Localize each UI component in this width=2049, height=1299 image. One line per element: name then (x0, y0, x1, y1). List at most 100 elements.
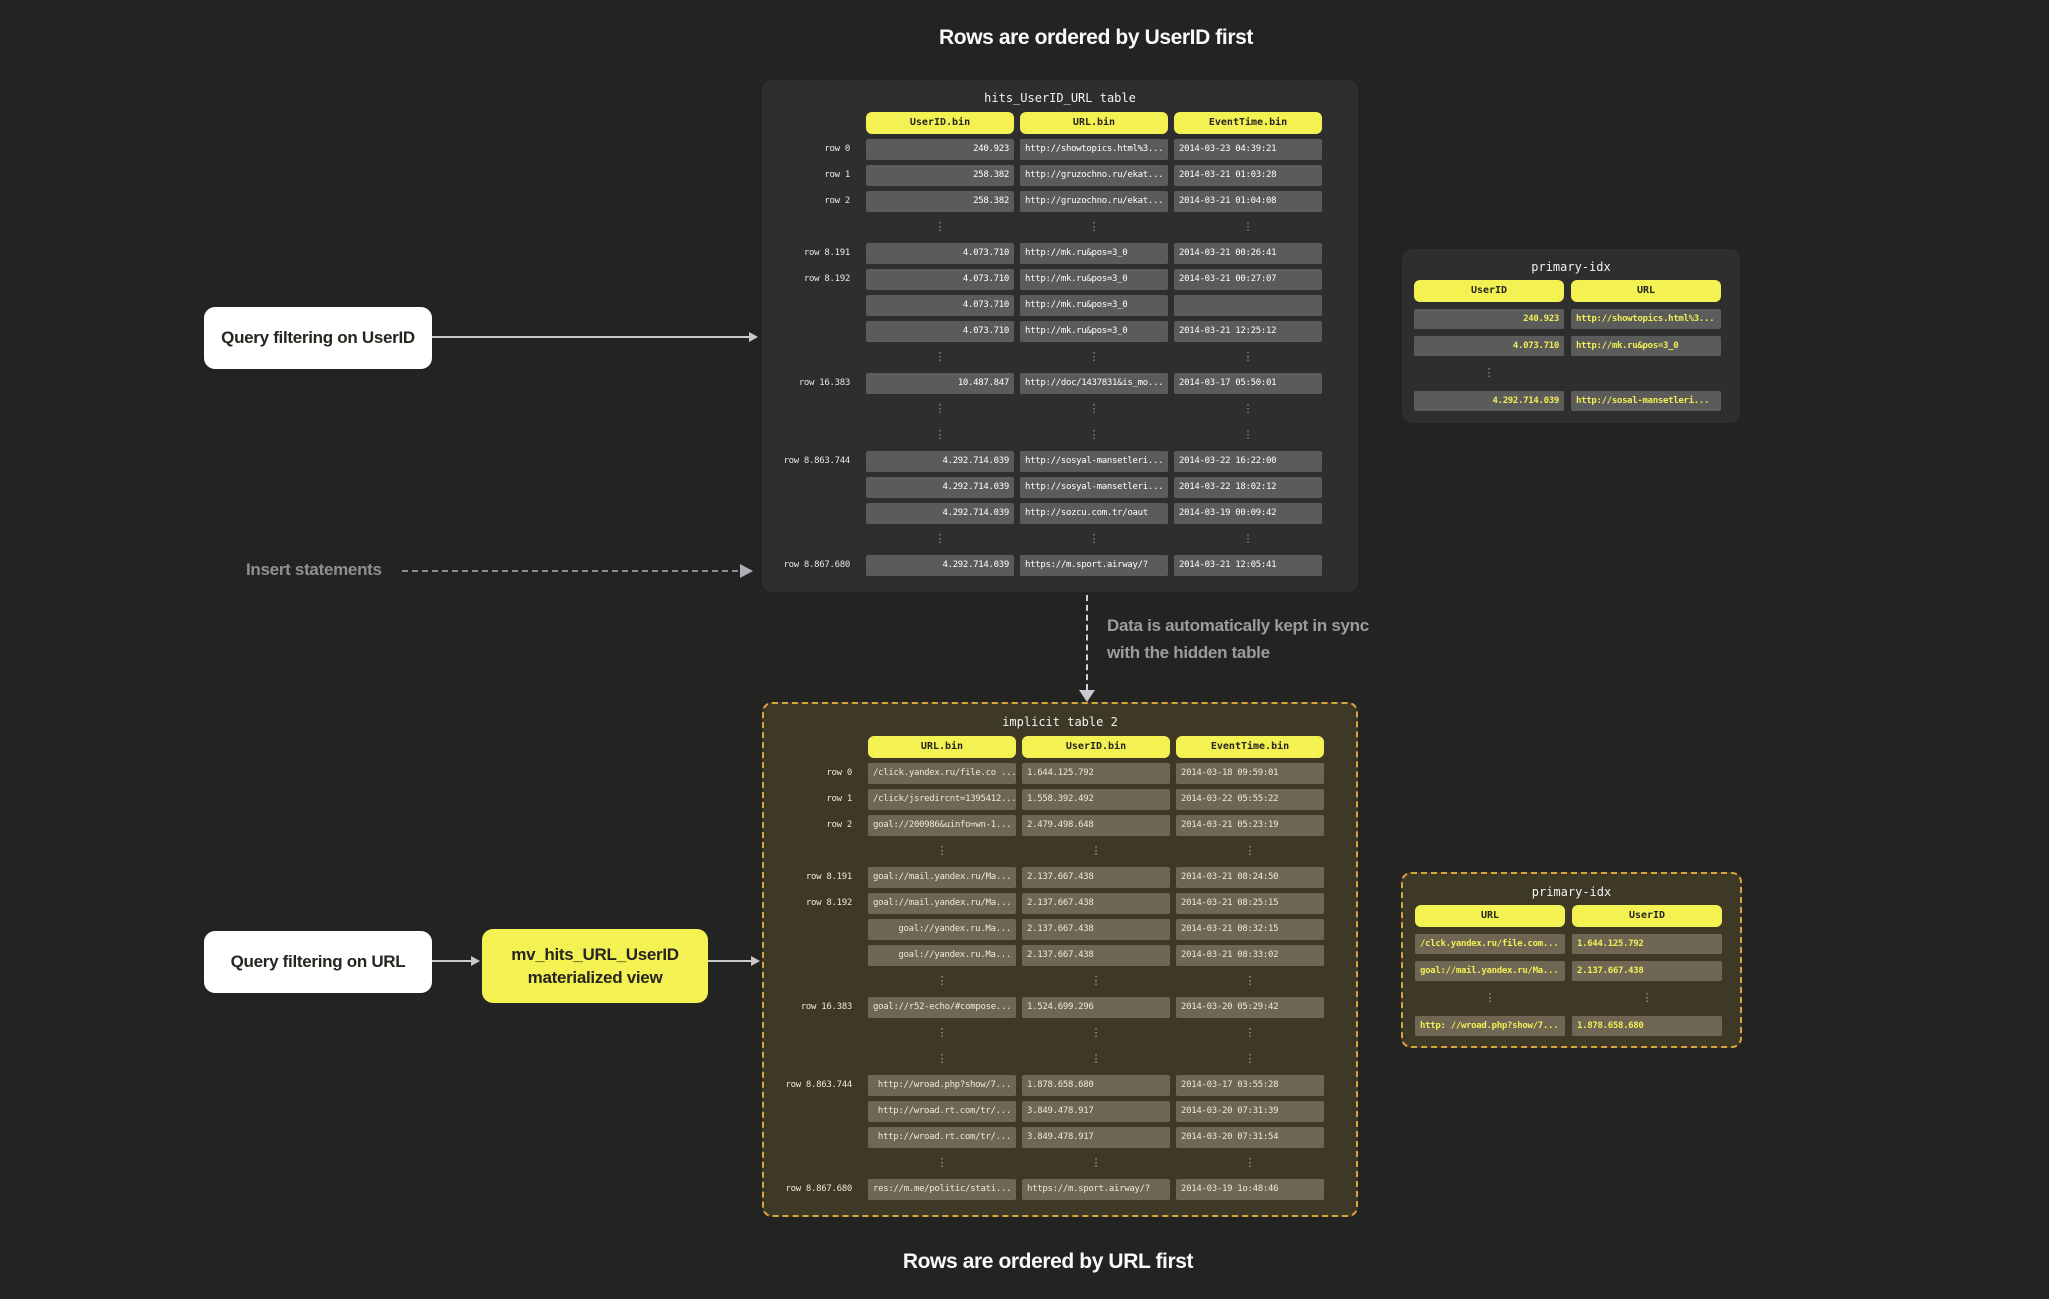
table-cell: 4.073.710 (866, 321, 1014, 342)
table-cell: 2.137.667.438 (1022, 893, 1170, 914)
row-label (772, 1023, 862, 1044)
row-label: row 8.863.744 (785, 1080, 852, 1090)
table-cell: http: //wroad.php?show/7... (1415, 1016, 1565, 1036)
table-cell: 2014-03-18 09:59:01 (1176, 763, 1324, 784)
row-label: row 8.192 (805, 898, 852, 908)
ellipsis (1571, 363, 1721, 384)
table-cell: http://mk.ru&pos=3_0 (1020, 295, 1168, 316)
table-cell: /click.yandex.ru/file.co ... (868, 763, 1016, 784)
table-cell (1174, 295, 1322, 316)
table-cell: http://sozcu.com.tr/oaut (1020, 503, 1168, 524)
table-cell: http://sosal-mansetleri... (1571, 391, 1721, 411)
ellipsis: ⋮ (936, 1026, 948, 1039)
table-dots-row: ⋮ ⋮ ⋮ (772, 1023, 1356, 1044)
arrow-line-userid (432, 336, 750, 338)
row-label: row 8.867.680 (783, 560, 850, 570)
column-header: URL.bin (1020, 112, 1168, 134)
column-header: URL.bin (868, 736, 1016, 758)
table-cell: 2.137.667.438 (1022, 945, 1170, 966)
ellipsis: ⋮ (1090, 1026, 1102, 1039)
row-label: row 16.383 (800, 1002, 852, 1012)
insert-dashed-line (402, 570, 738, 572)
table-cell: 240.923 (866, 139, 1014, 160)
ellipsis: ⋮ (1244, 1156, 1256, 1169)
row-label: row 1 (824, 170, 850, 180)
ellipsis: ⋮ (934, 428, 946, 441)
table-cell: http://sosyal-mansetleri... (1020, 477, 1168, 498)
table-cell: 2014-03-21 12:25:12 (1174, 321, 1322, 342)
table-cell: 1.524.699.296 (1022, 997, 1170, 1018)
ellipsis: ⋮ (1088, 350, 1100, 363)
table-cell: 4.292.714.039 (866, 477, 1014, 498)
table-dots-row: ⋮⋮⋮ (772, 971, 1356, 992)
sync-note-line2: with the hidden table (1107, 643, 1270, 662)
materialized-view-box: mv_hits_URL_UserID materialized view (482, 929, 708, 1003)
row-label: row 2 (826, 820, 852, 830)
mv-subtitle: materialized view (527, 968, 663, 987)
ellipsis: ⋮ (1090, 844, 1102, 857)
ellipsis: ⋮ (1244, 1052, 1256, 1065)
table-title: primary-idx (1531, 885, 1612, 899)
table-cell: http://mk.ru&pos=3_0 (1020, 321, 1168, 342)
table-cell: 2014-03-21 05:23:19 (1176, 815, 1324, 836)
table-cell: 2014-03-21 01:03:28 (1174, 165, 1322, 186)
ellipsis: ⋮ (1244, 1026, 1256, 1039)
row-label (772, 971, 862, 992)
ellipsis: ⋮ (1484, 991, 1496, 1004)
arrow-right-icon (740, 564, 753, 578)
row-label (772, 919, 862, 940)
table-cell: goal://200986&uinfo=wn-1... (868, 815, 1016, 836)
row-label (770, 425, 860, 446)
table-cell: 3.849.478.917 (1022, 1127, 1170, 1148)
row-label: row 2 (824, 196, 850, 206)
row-label (772, 1127, 862, 1148)
ellipsis: ⋮ (936, 1156, 948, 1169)
ellipsis: ⋮ (1088, 532, 1100, 545)
table-cell: 240.923 (1414, 309, 1564, 329)
table-cell: 2014-03-20 07:31:39 (1176, 1101, 1324, 1122)
table-cell: 4.292.714.039 (866, 555, 1014, 576)
table-cell: 2014-03-21 08:24:50 (1176, 867, 1324, 888)
table-row: row 0/click.yandex.ru/file.co ...1.644.1… (772, 763, 1356, 784)
table-cell: http://gruzochno.ru/ekat... (1020, 191, 1168, 212)
column-header: UserID.bin (866, 112, 1014, 134)
table-cell: 3.849.478.917 (1022, 1101, 1170, 1122)
arrow-down-icon (1079, 690, 1095, 702)
ellipsis: ⋮ (1088, 428, 1100, 441)
table-title: implicit table 2 (1002, 715, 1118, 729)
table-dots-row: ⋮⋮⋮ (772, 841, 1356, 862)
ellipsis: ⋮ (1242, 402, 1254, 415)
ellipsis: ⋮ (1483, 366, 1495, 379)
arrow-right-icon (751, 956, 760, 966)
table-row: 4.073.710 http://mk.ru&pos=3_0 2014-03-21 … (770, 321, 1358, 342)
query-filtering-userid-box: Query filtering on UserID (204, 307, 432, 369)
table-row: goal://mail.yandex.ru/Ma...2.137.667.438 (1415, 961, 1740, 981)
table-cell: 2014-03-20 07:31:54 (1176, 1127, 1324, 1148)
table-cell: 2.137.667.438 (1022, 867, 1170, 888)
table-cell: 4.292.714.039 (866, 503, 1014, 524)
table-cell: /click/jsredircnt=1395412... (868, 789, 1016, 810)
table-cell: goal://mail.yandex.ru/Ma... (1415, 961, 1565, 981)
sync-note: Data is automatically kept in sync with … (1107, 612, 1369, 666)
table-cell: 2014-03-21 00:27:07 (1174, 269, 1322, 290)
column-header: URL (1415, 905, 1565, 927)
row-label (770, 217, 860, 238)
ellipsis: ⋮ (936, 1052, 948, 1065)
row-label: row 0 (826, 768, 852, 778)
ellipsis: ⋮ (934, 402, 946, 415)
mv-name: mv_hits_URL_UserID (511, 945, 679, 964)
